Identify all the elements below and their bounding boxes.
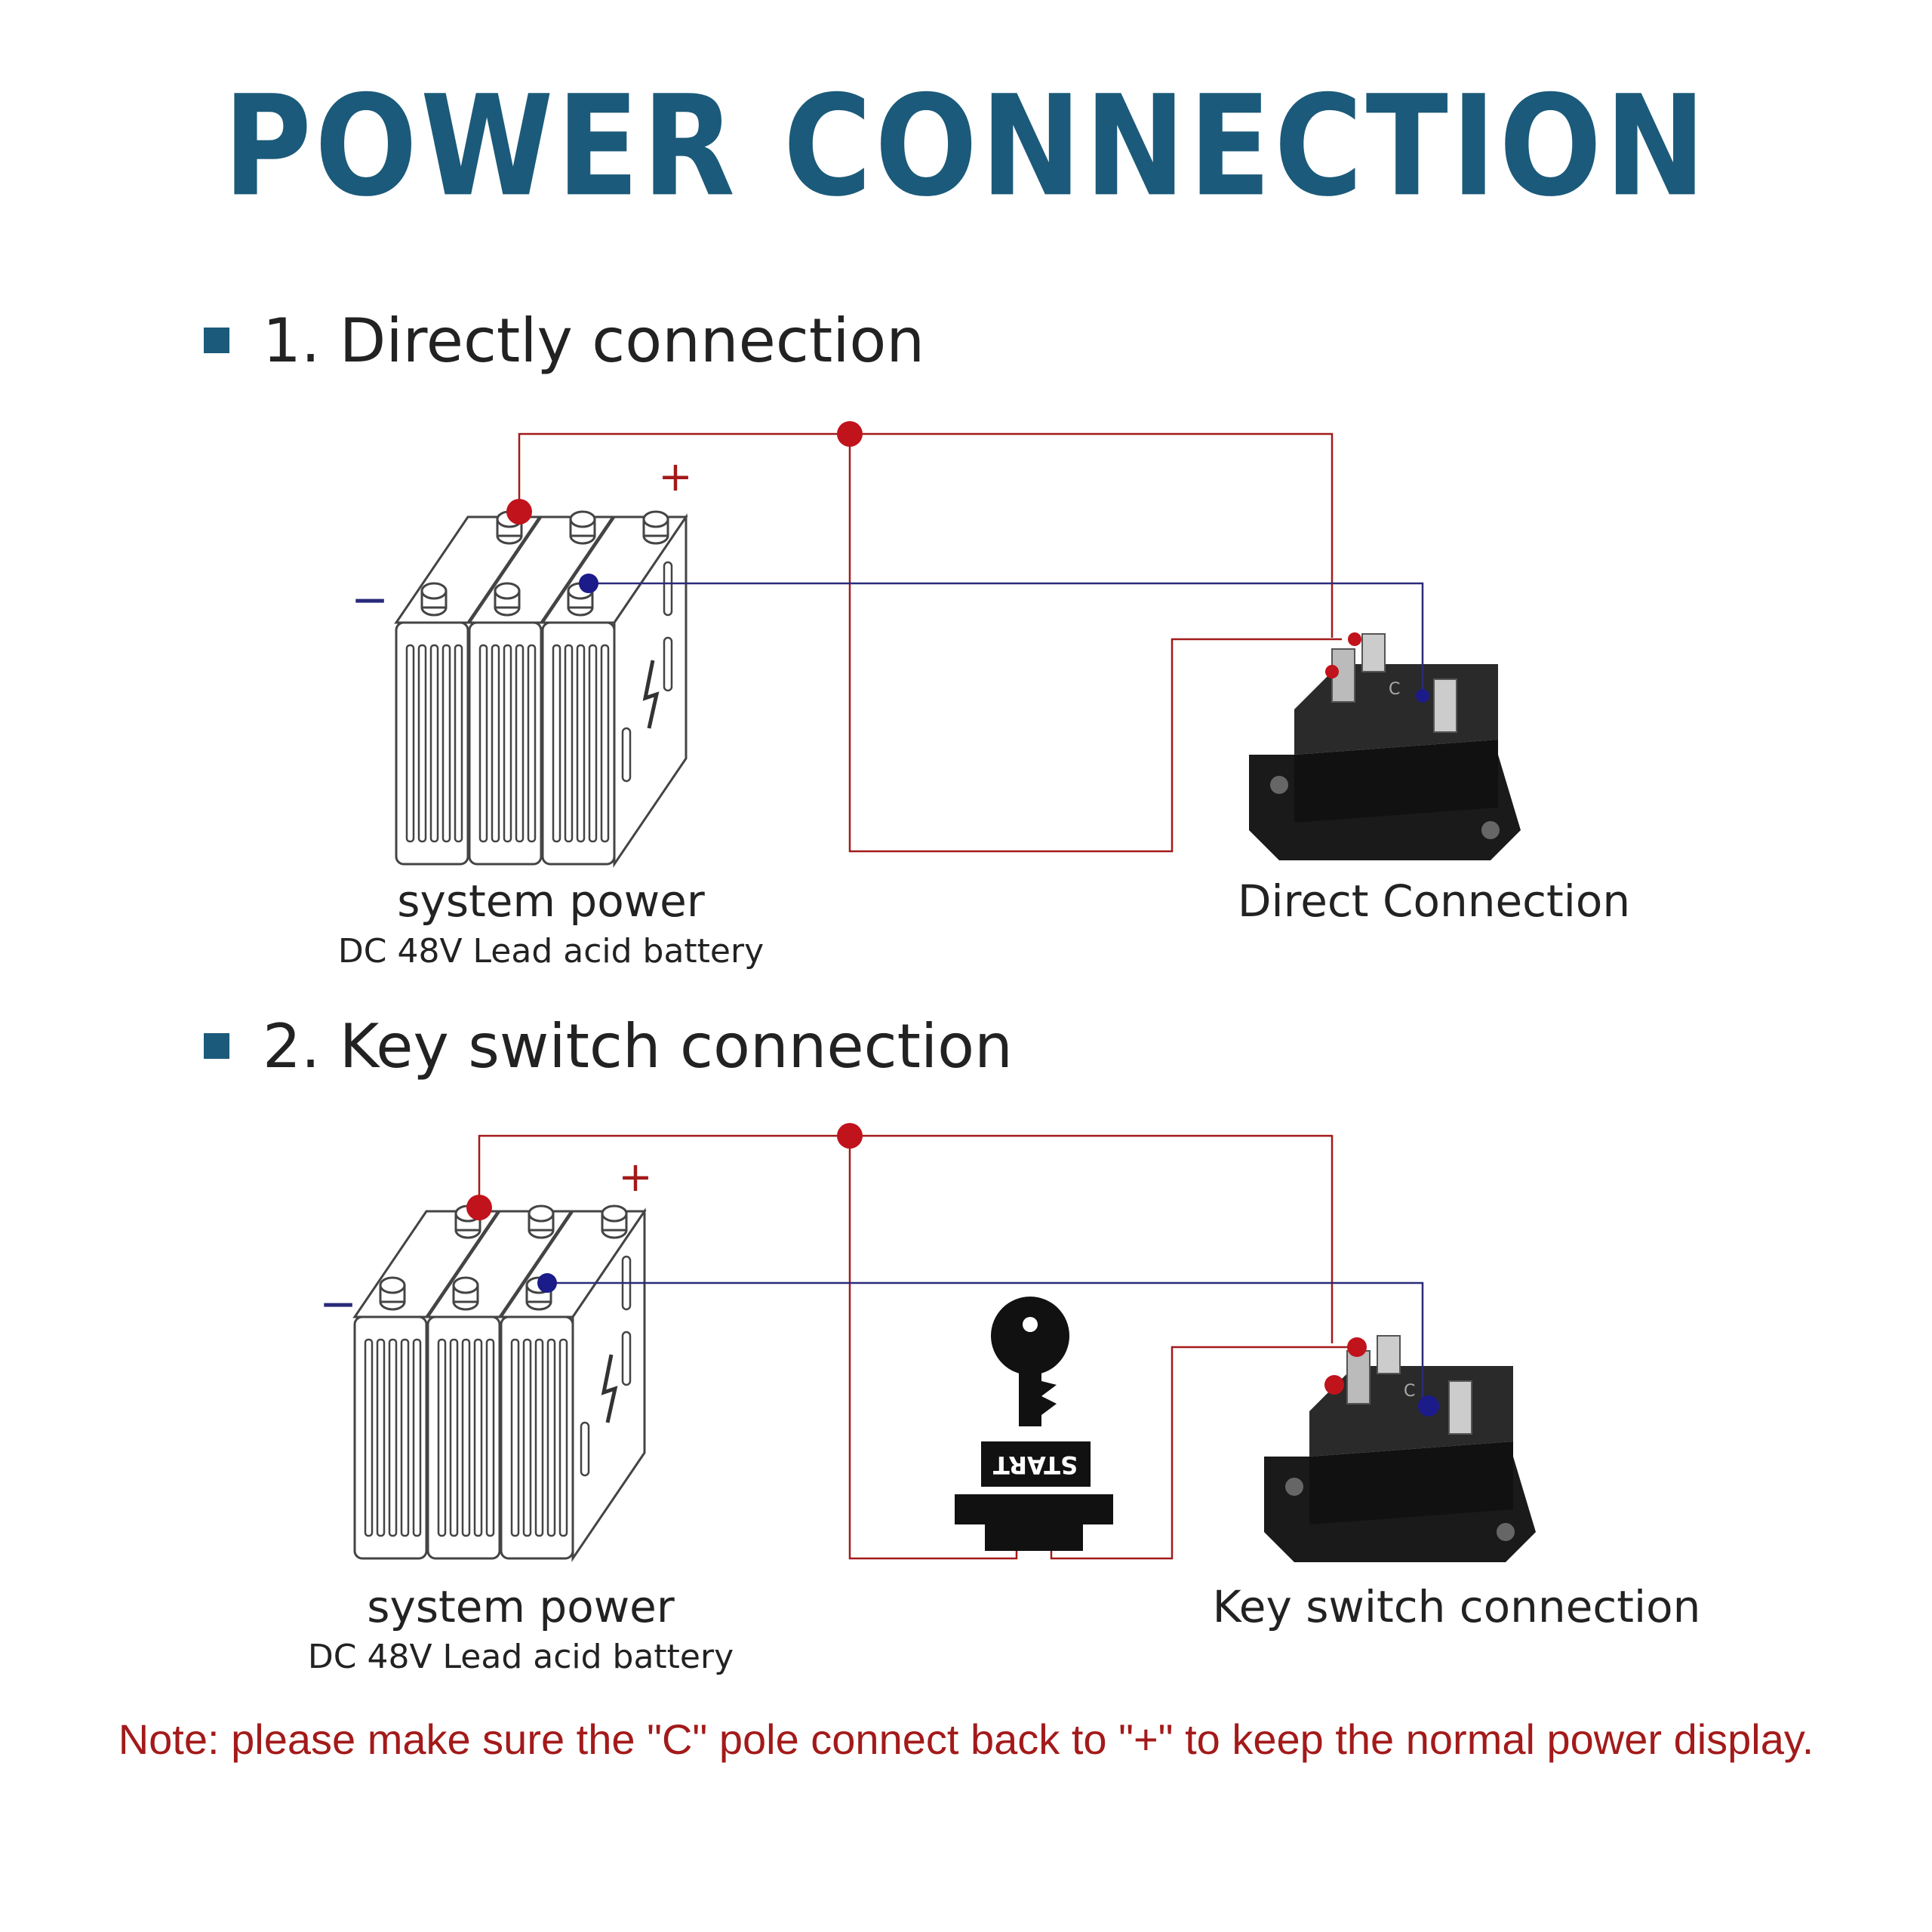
- section-2-heading-text: 2. Key switch connection: [263, 1011, 1013, 1081]
- plus-sign: +: [658, 453, 692, 500]
- key-start-label: START: [993, 1451, 1078, 1479]
- section-1-diagram: + −: [351, 421, 1521, 864]
- minus-sign: −: [319, 1278, 357, 1331]
- section-bullet-icon: [204, 328, 229, 354]
- page-title: POWER CONNECTION: [223, 64, 1709, 228]
- section-1-heading: 1. Directly connection: [204, 306, 924, 376]
- junction-dot: [837, 1123, 863, 1149]
- negative-terminal-dot: [579, 574, 598, 593]
- battery-pack-icon: [396, 512, 686, 864]
- plus-sign: +: [618, 1153, 652, 1201]
- note-text: Note: please make sure the "C" pole conn…: [118, 1715, 1814, 1763]
- negative-wire: [589, 582, 1424, 696]
- section-2-diagram: START + −: [319, 1123, 1537, 1563]
- minus-pole-dot: [1418, 1395, 1439, 1417]
- section-2-device-label: Key switch connection: [1212, 1581, 1701, 1632]
- section-2-battery-sublabel: DC 48V Lead acid battery: [307, 1638, 734, 1676]
- section-1-device-label: Direct Connection: [1237, 875, 1631, 927]
- minus-pole-dot: [1416, 689, 1429, 703]
- plus-pole-dot: [1324, 1375, 1344, 1395]
- positive-terminal-dot: [506, 499, 532, 525]
- positive-wires: [478, 1134, 1351, 1560]
- section-2-battery-label: system power: [367, 1581, 675, 1632]
- positive-terminal-dot: [466, 1195, 492, 1220]
- positive-wires: [518, 432, 1342, 853]
- c-pole-dot: [1347, 1337, 1367, 1357]
- section-1-battery-sublabel: DC 48V Lead acid battery: [337, 932, 764, 971]
- section-2-heading: 2. Key switch connection: [204, 1011, 1013, 1081]
- plus-pole-dot: [1325, 665, 1339, 678]
- battery-pack-icon: [355, 1206, 645, 1558]
- section-bullet-icon: [204, 1033, 229, 1060]
- minus-sign: −: [351, 574, 389, 626]
- switch-device-icon: [1263, 1335, 1537, 1563]
- junction-dot: [837, 421, 863, 447]
- section-1-heading-text: 1. Directly connection: [263, 306, 925, 376]
- section-1-battery-label: system power: [397, 875, 705, 927]
- key-icon: START: [955, 1297, 1113, 1551]
- negative-wire: [547, 1281, 1424, 1404]
- switch-device-icon: [1248, 633, 1521, 861]
- c-pole-dot: [1348, 632, 1361, 646]
- negative-terminal-dot: [537, 1273, 557, 1293]
